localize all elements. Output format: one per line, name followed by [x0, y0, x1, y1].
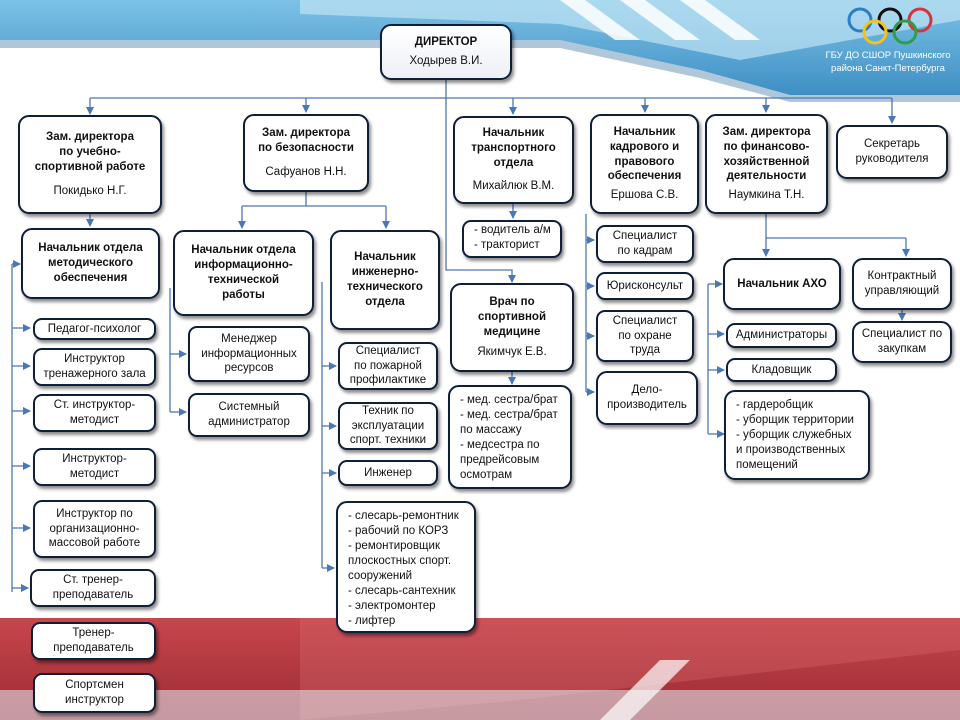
- aho-staff-list: - гардеробщик - уборщик территории - убо…: [724, 390, 870, 480]
- doctor-title: Врач по спортивной медицине: [477, 295, 547, 338]
- header-dark-wave: [0, 40, 960, 102]
- method-item-psychologist: Педагог-психолог: [33, 318, 156, 340]
- director-box: ДИРЕКТОР Ходырев В.И.: [380, 24, 512, 80]
- list-item: - мед. сестра/брат: [460, 394, 558, 406]
- eng-item-engineer: Инженер: [338, 460, 438, 486]
- method-item-coach: Тренер- преподаватель: [31, 622, 156, 660]
- footer-slash: [600, 660, 690, 720]
- list-item: - уборщик территории: [736, 413, 854, 426]
- list-item: - гардеробщик: [736, 399, 813, 411]
- deputy-finance-title: Зам. директора по финансово- хозяйственн…: [722, 125, 811, 183]
- header-white-slash-1: [560, 0, 640, 40]
- hr-item-personnel: Специалист по кадрам: [596, 225, 694, 263]
- doctor-name: Якимчук Е.В.: [477, 346, 547, 359]
- head-hr-title: Начальник кадрового и правового обеспече…: [607, 125, 682, 183]
- it-item-sysadmin: Системный администратор: [188, 393, 310, 437]
- med-staff-list: - мед. сестра/брат - мед. сестра/брат по…: [448, 385, 572, 489]
- list-item: - электромонтер: [348, 599, 436, 612]
- transport-staff-list: - водитель а/м - тракторист: [462, 220, 562, 258]
- head-hr-box: Начальник кадрового и правового обеспече…: [590, 114, 699, 214]
- organization-name: ГБУ ДО СШОР Пушкинского района Санкт-Пет…: [825, 50, 951, 74]
- it-item-info-manager: Менеджер информационных ресурсов: [188, 326, 310, 382]
- aho-item-administrators: Администраторы: [726, 323, 837, 348]
- deputy-finance-name: Наумкина Т.Н.: [728, 189, 805, 202]
- head-transport-name: Михайлюк В.М.: [472, 179, 555, 192]
- head-transport-box: Начальник транспортного отдела Михайлюк …: [453, 116, 574, 204]
- contract-manager-label: Контрактный управляющий: [864, 270, 940, 297]
- list-item: - слесарь-ремонтник: [348, 510, 459, 522]
- head-eng-box: Начальник инженерно- технического отдела: [330, 230, 440, 330]
- procurement-label: Специалист по закупкам: [861, 328, 943, 355]
- head-eng-title: Начальник инженерно- технического отдела: [347, 251, 423, 308]
- eng-workers-list: - слесарь-ремонтник - рабочий по КОРЗ - …: [336, 501, 476, 633]
- method-item-mass-work: Инструктор по организационно- массовой р…: [33, 500, 156, 558]
- deputy-finance-box: Зам. директора по финансово- хозяйственн…: [705, 114, 828, 214]
- header-white-slash-3: [680, 0, 760, 40]
- olympic-rings-logo: [847, 7, 933, 45]
- list-item: - тракторист: [474, 239, 540, 251]
- head-method-box: Начальник отдела методического обеспечен…: [21, 228, 160, 299]
- aho-item-storekeeper: Кладовщик: [726, 358, 837, 382]
- director-name: Ходырев В.И.: [409, 55, 483, 67]
- list-item: - мед. сестра/брат по массажу: [460, 408, 558, 436]
- header-light-stripe: [300, 0, 960, 60]
- list-item: - слесарь-сантехник: [348, 584, 456, 597]
- method-item-senior-methodist: Ст. инструктор- методист: [33, 394, 156, 432]
- procurement-box: Специалист по закупкам: [852, 321, 952, 363]
- doctor-box: Врач по спортивной медицине Якимчук Е.В.: [450, 283, 574, 372]
- footer-light-stripe: [0, 690, 960, 720]
- hr-item-lawyer: Юрисконсульт: [596, 272, 694, 300]
- list-item: - лифтер: [348, 614, 396, 627]
- head-method-title: Начальник отдела методического обеспечен…: [38, 242, 143, 284]
- head-it-title: Начальник отдела информационно- техничес…: [191, 244, 296, 301]
- head-it-box: Начальник отдела информационно- техничес…: [173, 230, 314, 316]
- hr-item-safety: Специалист по охране труда: [596, 310, 694, 362]
- deputy-security-title: Зам. директора по безопасности: [258, 126, 354, 154]
- director-title: ДИРЕКТОР: [414, 36, 478, 49]
- method-item-methodist: Инструктор- методист: [33, 448, 156, 486]
- head-aho-title: Начальник АХО: [737, 277, 827, 290]
- hr-item-clerk: Дело- производитель: [596, 371, 698, 425]
- deputy-sport-title: Зам. директора по учебно- спортивной раб…: [34, 130, 146, 173]
- eng-item-fire-specialist: Специалист по пожарной профилактике: [338, 342, 438, 390]
- list-item: - рабочий по КОРЗ: [348, 524, 449, 537]
- list-item: - уборщик служебных и производственных п…: [736, 428, 852, 471]
- list-item: - медсестра по предрейсовым осмотрам: [460, 438, 540, 481]
- list-item: - ремонтировщик плоскостных спорт. соору…: [348, 539, 452, 582]
- head-hr-name: Ершова С.В.: [610, 189, 679, 202]
- deputy-security-name: Сафуанов Н.Н.: [265, 166, 347, 179]
- method-item-athlete-instructor: Спортсмен инструктор: [33, 673, 156, 713]
- deputy-sport-name: Покидько Н.Г.: [53, 185, 127, 198]
- head-transport-title: Начальник транспортного отдела: [471, 127, 556, 169]
- head-aho-box: Начальник АХО: [723, 258, 841, 310]
- secretary-label: Секретарь руководителя: [855, 138, 929, 165]
- contract-manager-box: Контрактный управляющий: [852, 258, 952, 310]
- secretary-box: Секретарь руководителя: [836, 125, 948, 179]
- deputy-sport-box: Зам. директора по учебно- спортивной раб…: [18, 115, 162, 214]
- method-item-gym-instructor: Инструктор тренажерного зала: [33, 348, 156, 386]
- list-item: - водитель а/м: [474, 224, 551, 237]
- method-item-senior-coach: Ст. тренер- преподаватель: [30, 569, 156, 607]
- header-white-slash-2: [620, 0, 700, 40]
- deputy-security-box: Зам. директора по безопасности Сафуанов …: [243, 114, 369, 192]
- eng-item-technician: Техник по эксплуатации спорт. техники: [338, 402, 438, 450]
